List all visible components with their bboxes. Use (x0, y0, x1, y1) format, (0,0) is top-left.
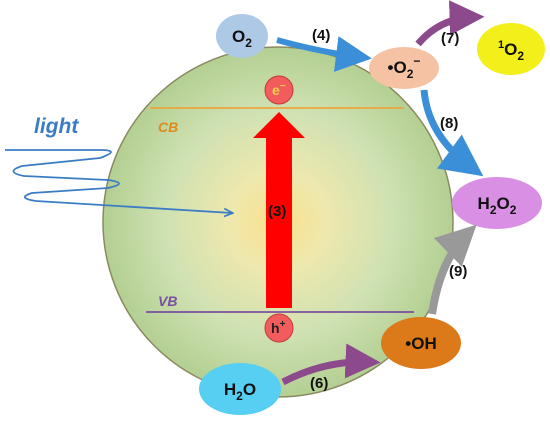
arrow-step-4 (276, 36, 372, 72)
arrow-step-7 (415, 0, 485, 47)
hydroxyl-label: •OH (405, 334, 436, 353)
light-label: light (34, 115, 79, 138)
o2-label: O2 (232, 27, 252, 50)
o2-bubble (216, 14, 268, 58)
step-4-label: (4) (312, 27, 330, 44)
h2o2-bubble (452, 177, 542, 229)
water-label: H2O (224, 380, 256, 403)
step-3-label: (3) (268, 203, 286, 220)
water-bubble (199, 363, 281, 415)
singlet-oxygen-label: 1O2 (498, 39, 524, 63)
excitation-arrow-head (253, 112, 305, 138)
hole-circle (264, 313, 294, 343)
step-8-label: (8) (440, 115, 458, 132)
arrow-step-6 (281, 343, 381, 386)
step-7-label: (7) (441, 30, 459, 47)
h2o2-label: H2O2 (478, 194, 517, 217)
arrow-step-8 (420, 89, 484, 177)
light-wave-arrow (5, 149, 232, 213)
superoxide-label: •O2− (388, 54, 421, 81)
electron-circle (264, 75, 294, 105)
arrow-step-9 (428, 224, 477, 315)
singlet-oxygen-bubble (477, 23, 545, 75)
step-6-label: (6) (310, 375, 328, 392)
hydroxyl-bubble (381, 317, 461, 369)
vb-label: VB (158, 293, 177, 309)
superoxide-bubble (369, 47, 439, 89)
excitation-arrow-shaft (266, 136, 292, 308)
step-9-label: (9) (449, 263, 467, 280)
electron-label: e− (272, 81, 286, 98)
hole-label: h+ (271, 319, 286, 336)
cb-label: CB (158, 119, 178, 135)
